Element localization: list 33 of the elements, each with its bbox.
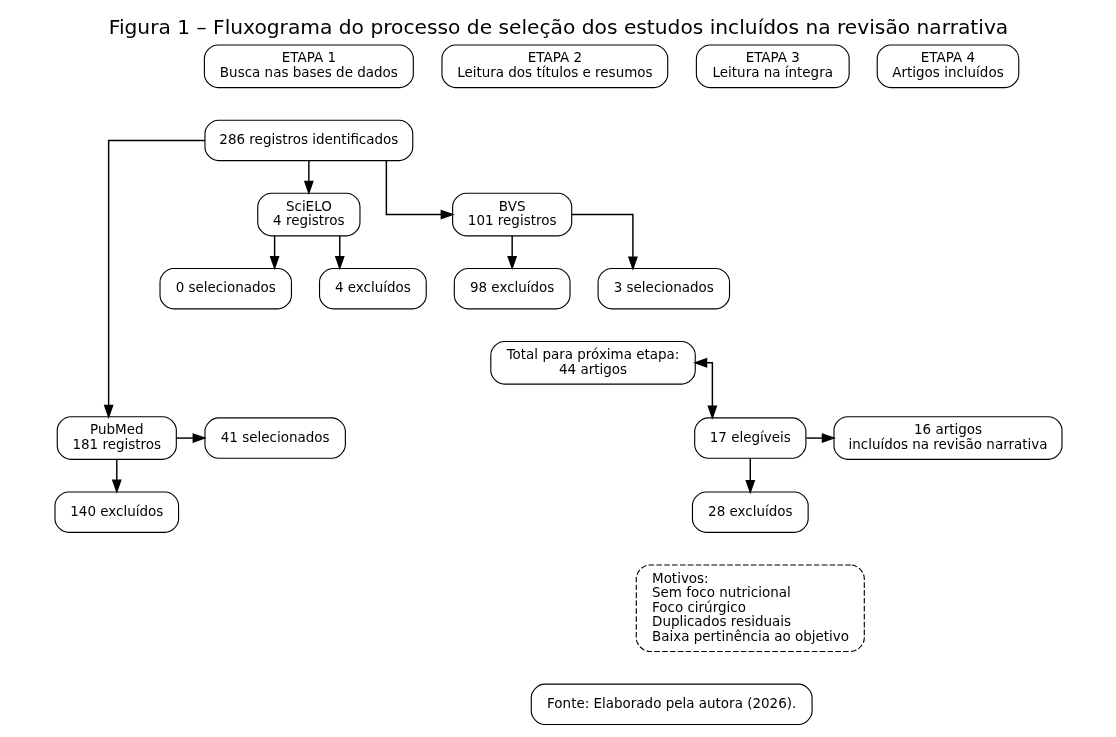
- node-box: SciELO 4 registros: [256, 192, 361, 236]
- node-box: 17 elegíveis: [693, 416, 806, 459]
- arrow: [103, 139, 206, 419]
- arrow: [506, 234, 517, 270]
- diagram-title: Figura 1 – Fluxograma do processo de seleção dos estudos incluídos na revisão narrativa: [108, 14, 1008, 39]
- node-box: Motivos: Sem foco nutricional Foco cirúrgico Duplicados residuais Baixa pertinência ao objetivo: [635, 563, 865, 652]
- node-box: 41 selecionados: [203, 416, 346, 459]
- node-box: ETAPA 4 Artigos incluídos: [876, 43, 1019, 88]
- arrow: [570, 213, 638, 271]
- node-box: 4 excluídos: [318, 267, 427, 309]
- node-box: 140 excluídos: [53, 490, 179, 533]
- node-box: BVS 101 registros: [451, 192, 572, 236]
- arrow: [692, 357, 717, 420]
- node-box: 3 selecionados: [597, 267, 730, 309]
- node-box: ETAPA 3 Leitura na íntegra: [695, 43, 850, 88]
- arrow: [111, 458, 122, 494]
- node-box: Fonte: Elaborado pela autora (2026).: [530, 683, 813, 725]
- node-box: PubMed 181 registros: [56, 415, 177, 460]
- arrow: [385, 159, 455, 219]
- arrow: [744, 457, 755, 494]
- node-box: 286 registros identificados: [203, 119, 413, 161]
- arrow: [805, 432, 836, 443]
- node-box: 28 excluídos: [691, 490, 809, 533]
- arrow: [269, 234, 280, 270]
- node-box: 16 artigos incluídos na revisão narrativa: [832, 415, 1063, 460]
- arrow: [334, 234, 345, 270]
- node-box: ETAPA 2 Leitura dos títulos e resumos: [440, 43, 668, 88]
- arrow: [303, 159, 314, 195]
- node-box: Total para próxima etapa: 44 artigos: [489, 340, 696, 385]
- node-box: 0 selecionados: [158, 267, 292, 309]
- arrow: [175, 432, 207, 443]
- node-box: ETAPA 1 Busca nas bases de dados: [203, 43, 414, 88]
- node-box: 98 excluídos: [453, 267, 571, 309]
